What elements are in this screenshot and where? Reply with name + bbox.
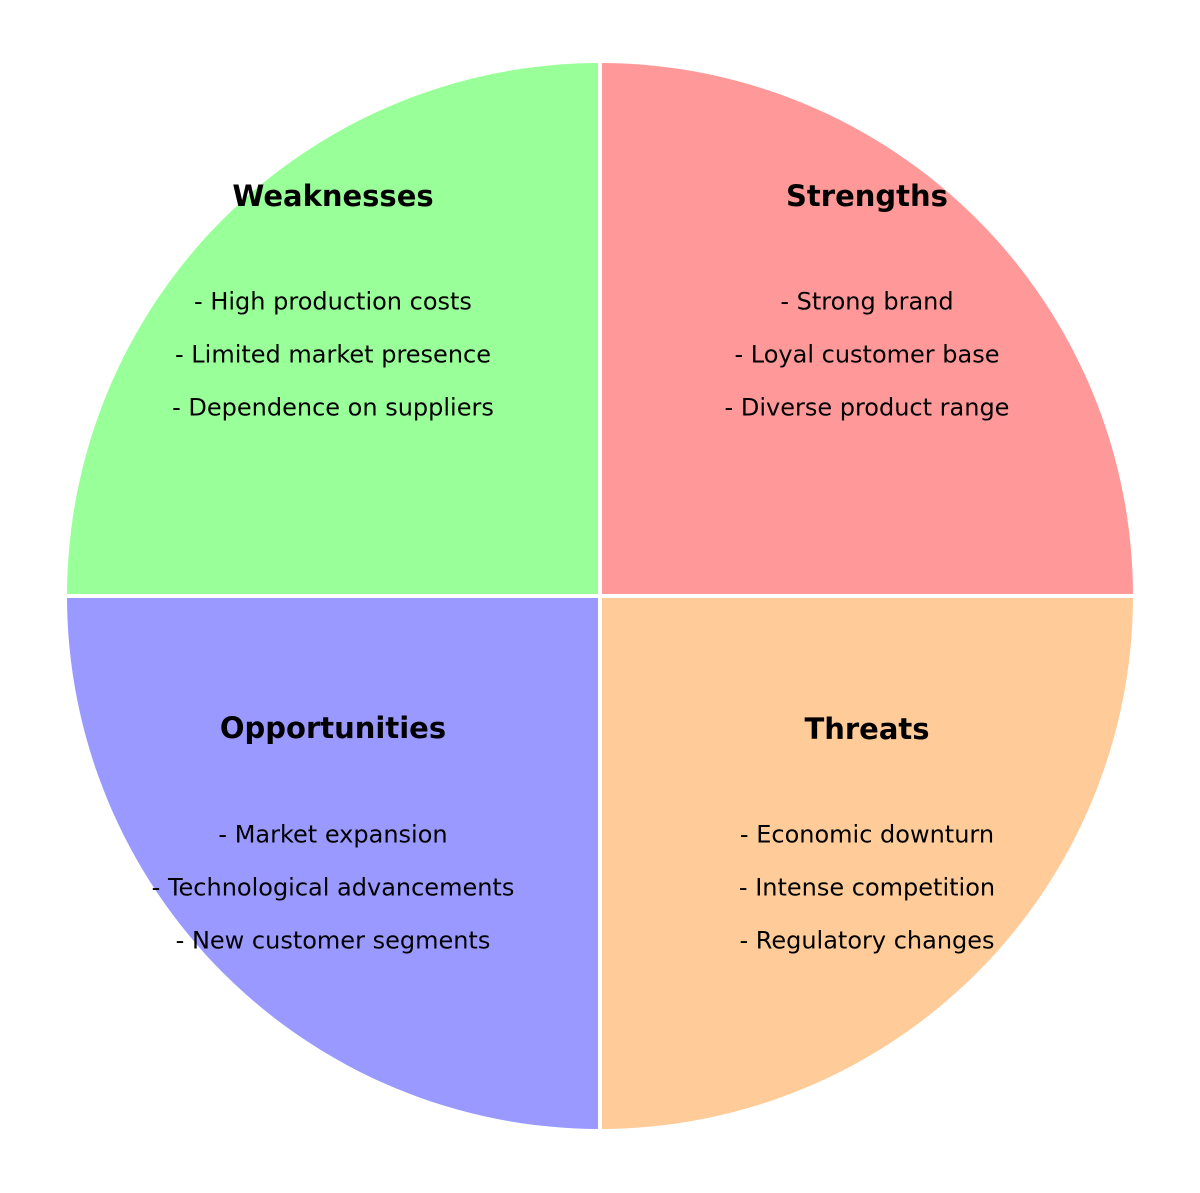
quadrant-weaknesses	[67, 63, 598, 594]
quadrant-strengths	[602, 63, 1133, 594]
opportunities-title: Opportunities	[219, 711, 447, 745]
weaknesses-item: - High production costs	[194, 287, 472, 316]
swot-circle	[67, 63, 1133, 1129]
strengths-item: - Diverse product range	[724, 393, 1010, 422]
threats-item: - Intense competition	[738, 873, 996, 902]
strengths-item: - Loyal customer base	[734, 340, 1000, 369]
opportunities-item: - Technological advancements	[151, 873, 515, 902]
opportunities-item: - New customer segments	[175, 926, 491, 955]
quadrant-threats	[602, 598, 1133, 1129]
strengths-items: - Strong brand - Loyal customer base - D…	[725, 276, 1010, 435]
strengths-item: - Strong brand	[780, 287, 954, 316]
quadrant-opportunities	[67, 598, 598, 1129]
weaknesses-item: - Limited market presence	[174, 340, 491, 369]
threats-item: - Regulatory changes	[739, 926, 995, 955]
strengths-title: Strengths	[786, 179, 948, 213]
opportunities-items: - Market expansion - Technological advan…	[152, 809, 515, 968]
weaknesses-items: - High production costs - Limited market…	[172, 276, 494, 435]
weaknesses-title: Weaknesses	[232, 179, 434, 213]
threats-item: - Economic downturn	[739, 820, 995, 849]
weaknesses-item: - Dependence on suppliers	[172, 393, 494, 422]
threats-items: - Economic downturn - Intense competitio…	[739, 809, 995, 968]
threats-title: Threats	[804, 712, 930, 746]
opportunities-item: - Market expansion	[218, 820, 448, 849]
